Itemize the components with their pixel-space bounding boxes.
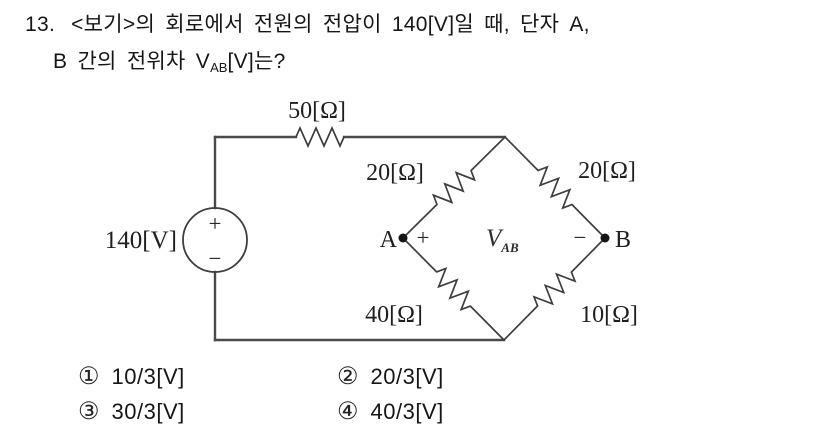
option-3-number: ③	[78, 398, 100, 425]
question-text-line1: <보기>의 회로에서 전원의 전압이 140[V]일 때, 단자 A,	[71, 13, 590, 36]
source-minus-icon: −	[209, 246, 222, 271]
branch-lower-left	[402, 237, 505, 341]
option-3-value: 30/3[V]	[111, 399, 185, 424]
question-text-line2-pre: B 간의 전위차 V	[53, 50, 211, 73]
resistor-label-lower-right: 10[Ω]	[580, 302, 638, 328]
branch-upper-left	[402, 136, 506, 239]
resistor-top-zigzag	[295, 125, 345, 149]
source-plus-icon: +	[209, 211, 222, 236]
vab-label-sub: AB	[500, 240, 519, 255]
option-2-number: ②	[337, 363, 359, 390]
node-b-label: B	[615, 227, 631, 253]
branch-lower-right	[503, 237, 606, 341]
option-4-value: 40/3[V]	[370, 399, 444, 424]
option-1: ① 10/3[V]	[78, 363, 337, 391]
answer-options: ① 10/3[V] ② 20/3[V] ③ 30/3[V] ④ 40/3[V]	[78, 363, 638, 426]
vab-label-main: V	[486, 225, 504, 252]
option-3: ③ 30/3[V]	[78, 398, 337, 426]
voltage-source-circle	[182, 207, 248, 273]
question-block: 13. <보기>의 회로에서 전원의 전압이 140[V]일 때, 단자 A, B…	[25, 8, 805, 75]
source-voltage-label: 140[V]	[105, 227, 177, 254]
node-a-dot	[398, 233, 408, 243]
option-4-number: ④	[337, 398, 359, 425]
option-1-value: 10/3[V]	[111, 364, 185, 389]
option-2: ② 20/3[V]	[337, 363, 638, 391]
resistor-upper-right-zigzag	[537, 165, 573, 210]
resistor-label-lower-left: 40[Ω]	[365, 302, 423, 328]
resistor-label-upper-left: 20[Ω]	[366, 160, 424, 186]
resistor-label-top: 50[Ω]	[288, 98, 346, 124]
question-text-line2-post: [V]는?	[227, 50, 286, 73]
vab-plus-icon: +	[417, 225, 430, 250]
option-1-number: ①	[78, 363, 100, 390]
node-b-dot	[600, 233, 610, 243]
question-number: 13.	[25, 13, 56, 36]
question-line-1: 13. <보기>의 회로에서 전원의 전압이 140[V]일 때, 단자 A,	[25, 8, 805, 38]
resistor-lower-right-zigzag	[532, 271, 577, 307]
option-2-value: 20/3[V]	[370, 364, 444, 389]
resistor-label-upper-right: 20[Ω]	[578, 158, 636, 184]
resistor-upper-left-zigzag	[431, 170, 477, 205]
question-line-2: B 간의 전위차 VAB[V]는?	[53, 45, 805, 75]
vab-minus-icon: −	[574, 225, 587, 250]
branch-upper-right	[504, 136, 606, 239]
node-a-label: A	[380, 227, 398, 253]
resistor-lower-left-zigzag	[436, 266, 471, 312]
option-4: ④ 40/3[V]	[337, 398, 638, 426]
vab-subscript-text: AB	[210, 60, 228, 75]
vab-label: VAB	[486, 225, 519, 255]
